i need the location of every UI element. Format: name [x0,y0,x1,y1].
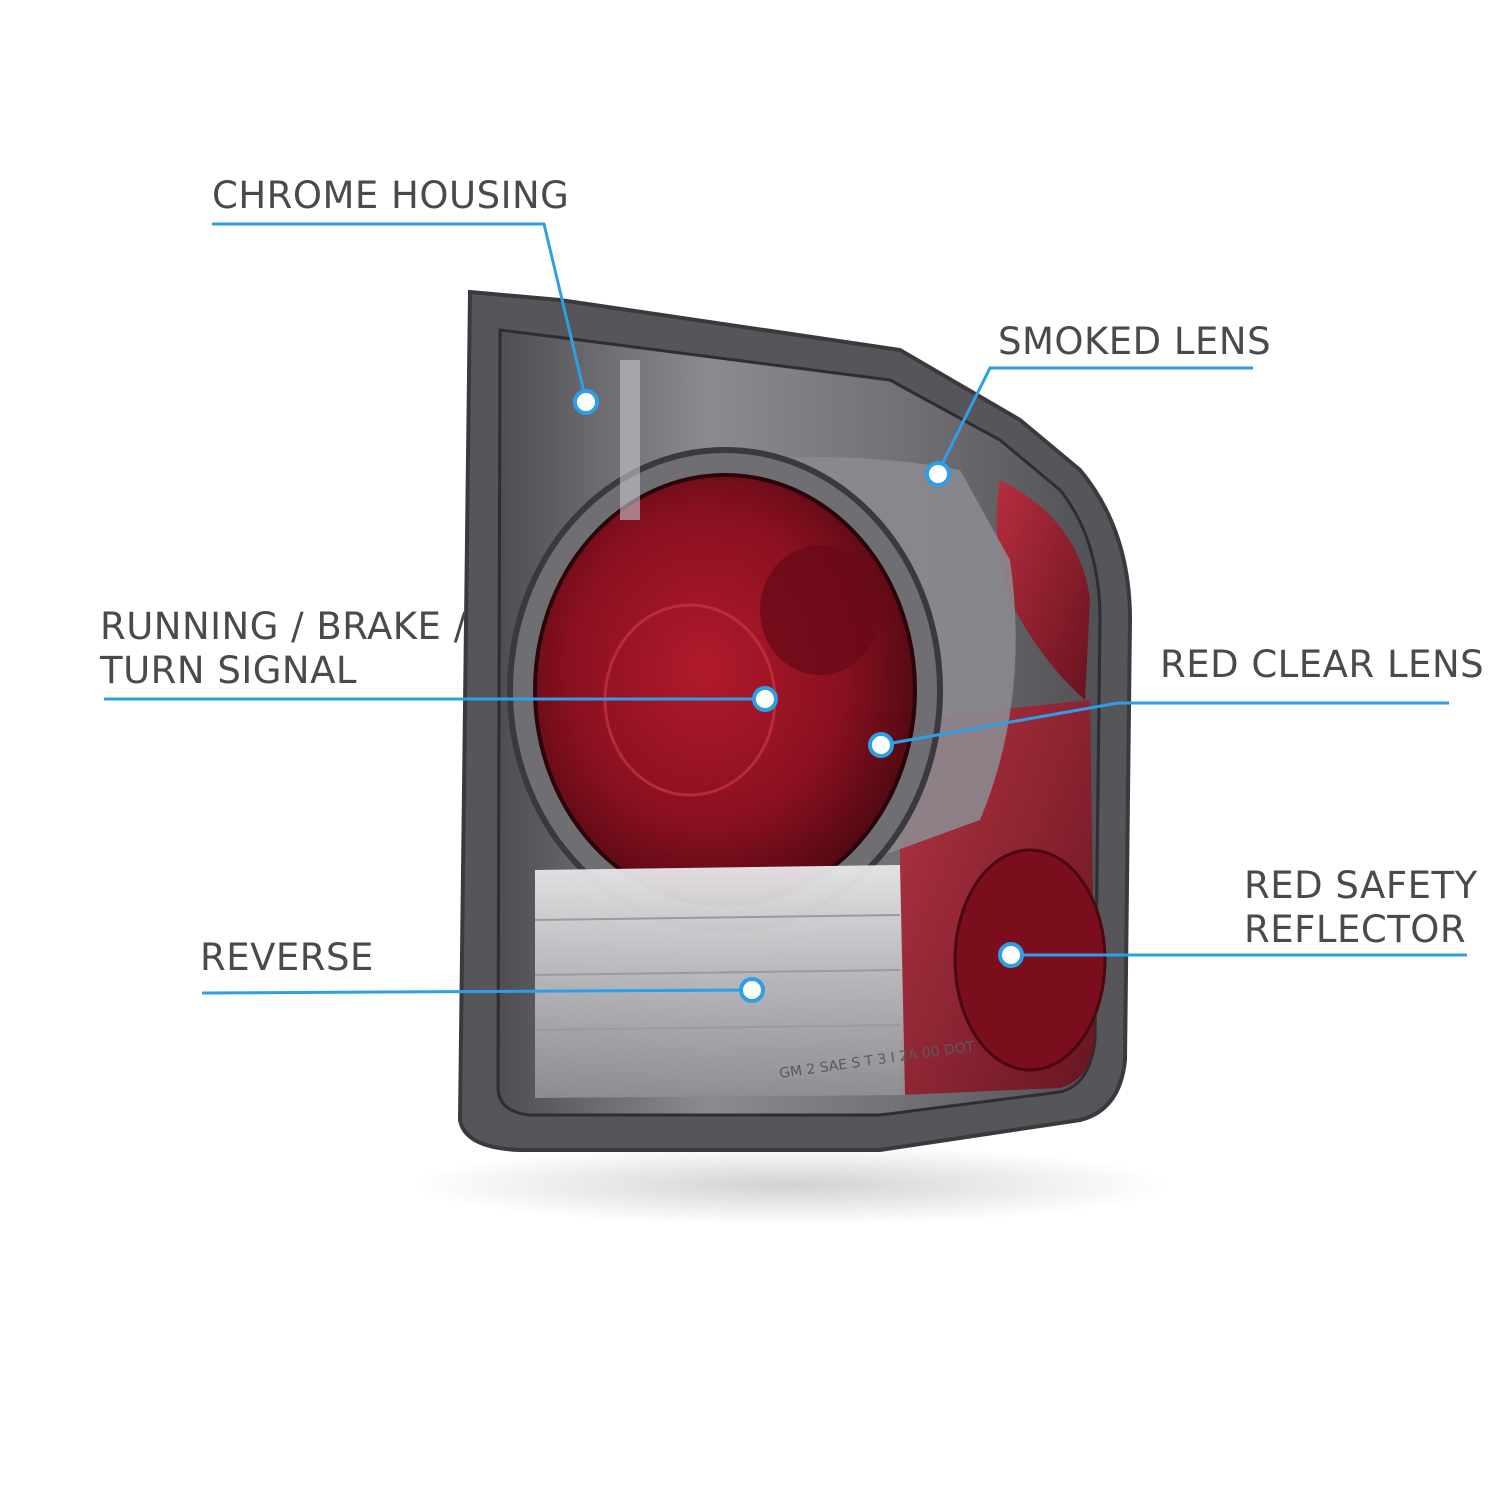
reverse-lens-shape [535,865,905,1098]
label-smoked-lens: SMOKED LENS [998,320,1271,364]
callout-dot-chrome-housing [573,389,599,415]
label-chrome-housing: CHROME HOUSING [212,174,569,218]
label-reverse-text: REVERSE [200,936,374,979]
housing-highlight [620,360,640,520]
label-running-brake-line2: TURN SIGNAL [100,649,358,692]
bulb-socket [760,545,880,675]
red-side-panel [996,480,1090,700]
callout-line-smoked-lens [936,366,1253,473]
reflector-shape [953,848,1107,1072]
label-red-clear-lens: RED CLEAR LENS [1160,643,1484,687]
callout-line-chrome-housing [212,222,588,401]
label-running-brake-line1: RUNNING / BRAKE / [100,605,467,648]
label-red-safety-line2: REFLECTOR [1244,908,1467,951]
callout-dot-smoked-lens [925,461,951,487]
callout-dot-running-brake [752,686,778,712]
floor-shadow [410,1145,1170,1225]
label-red-safety-reflector: RED SAFETY REFLECTOR [1244,864,1478,952]
label-smoked-lens-text: SMOKED LENS [998,320,1272,363]
callout-dot-red-clear-lens [868,732,894,758]
label-running-brake-turn: RUNNING / BRAKE / TURN SIGNAL [100,605,467,693]
red-clear-lens-shape [533,473,917,907]
callout-dot-red-safety-reflector [998,942,1024,968]
label-chrome-housing-text: CHROME HOUSING [212,174,570,217]
label-red-safety-line1: RED SAFETY [1244,864,1478,907]
label-reverse: REVERSE [200,936,374,980]
callout-dot-reverse [739,977,765,1003]
label-red-clear-lens-text: RED CLEAR LENS [1160,643,1485,686]
callout-line-red-clear-lens [880,701,1449,747]
callout-line-reverse [201,988,753,995]
